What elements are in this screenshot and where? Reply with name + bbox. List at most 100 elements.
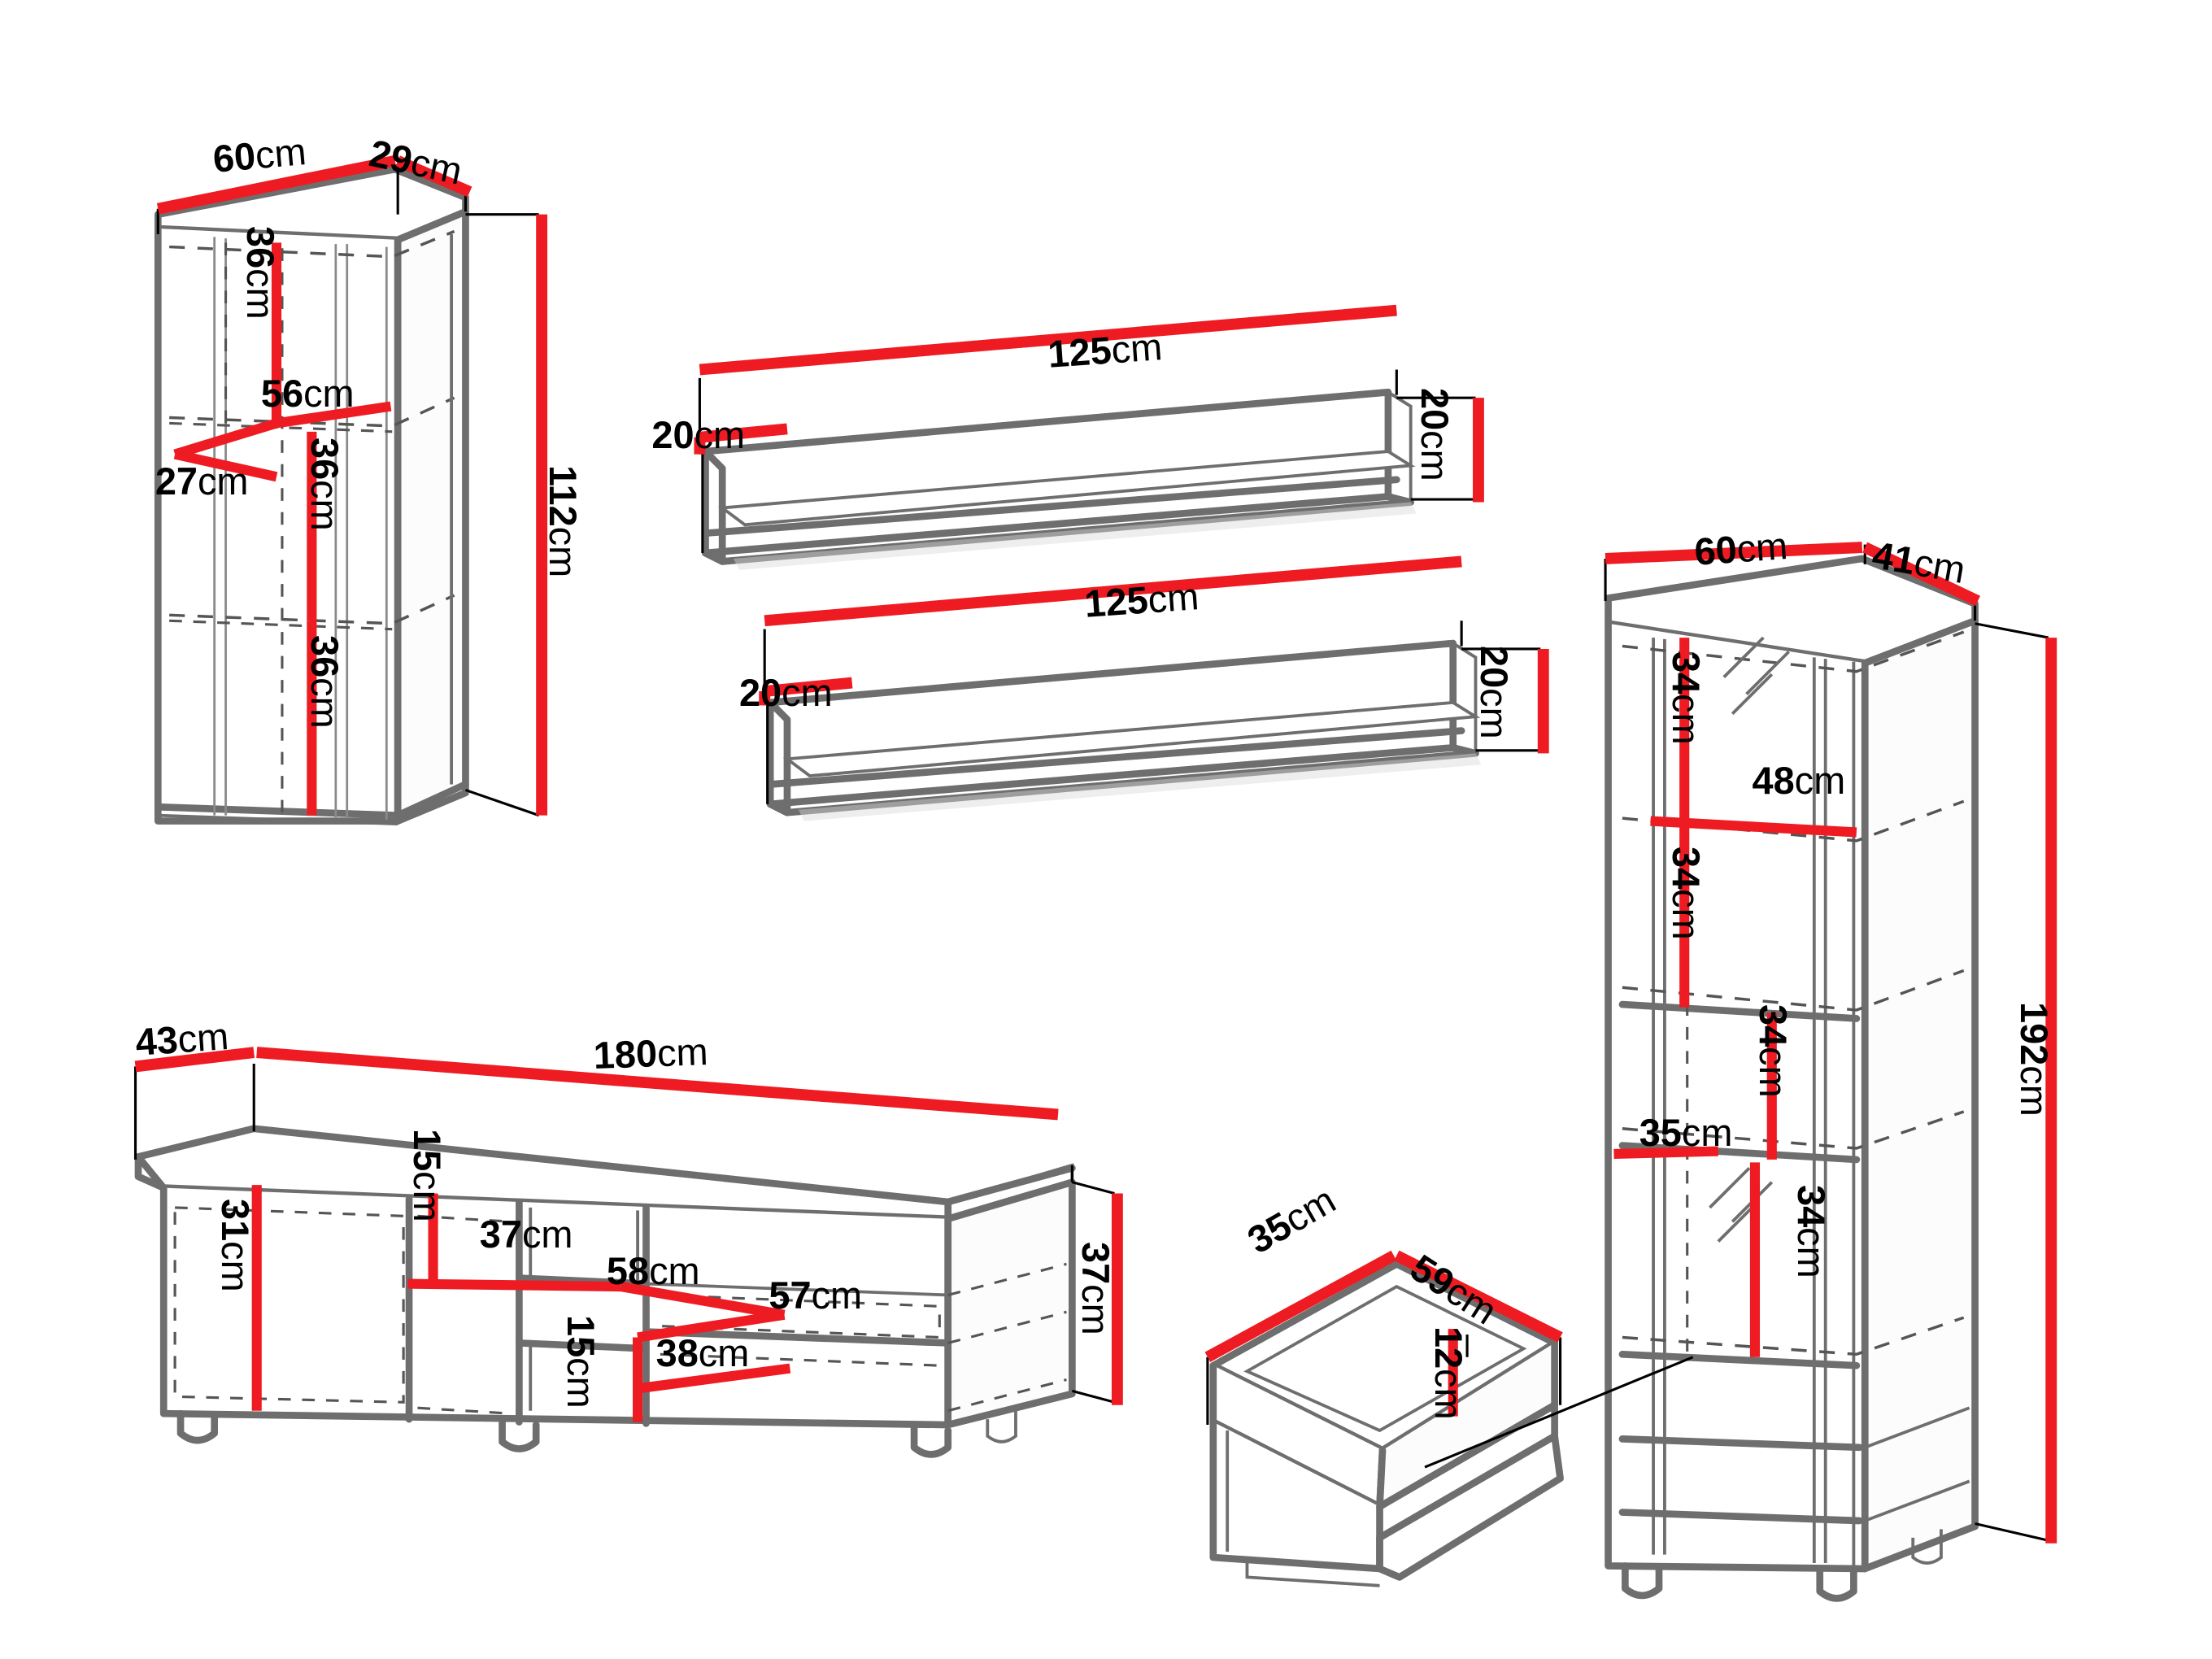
display-cabinet-drawing (1424, 542, 2057, 1602)
dimension-value: 36 (239, 225, 282, 268)
dimension-label-dc-sw2: 35cm (1639, 1114, 1733, 1152)
dimension-label-s1-d: 20cm (651, 416, 745, 455)
dimension-unit: cm (303, 677, 346, 729)
dimension-value: 15 (406, 1128, 449, 1171)
dimension-value: 34 (1752, 1004, 1795, 1047)
dimension-value: 48 (1752, 759, 1795, 802)
dimension-value: 125 (1083, 578, 1150, 625)
dimension-value: 60 (1692, 528, 1739, 573)
dimension-unit: cm (541, 527, 584, 578)
dimension-unit: cm (197, 459, 249, 503)
dimension-value: 20 (651, 413, 695, 456)
dimension-label-tv-h: 37cm (1074, 1241, 1117, 1335)
dimension-unit: cm (239, 268, 282, 320)
dimension-value: 37 (1074, 1241, 1117, 1284)
dimension-unit: cm (1794, 759, 1846, 802)
dimension-unit: cm (1472, 688, 1515, 740)
dimension-label-dc-w: 60cm (1692, 524, 1789, 573)
dimension-value: 34 (1789, 1185, 1832, 1228)
dimension-unit: cm (811, 1274, 863, 1317)
dimension-label-dc-c2: 34cm (1664, 846, 1707, 940)
dimension-label-tv-g2: 15cm (560, 1314, 603, 1409)
dimension-label-wc-c2: 36cm (303, 437, 346, 531)
dimension-value: 37 (479, 1213, 522, 1256)
dimension-label-dc-sw: 48cm (1752, 759, 1846, 802)
dimension-label-wc-sw: 56cm (261, 375, 355, 413)
dimension-label-dc-c4: 34cm (1789, 1185, 1832, 1278)
dimension-value: 34 (1664, 846, 1707, 889)
dimension-value: 20 (1472, 646, 1515, 689)
dimension-value: 35 (1639, 1112, 1682, 1155)
dimension-label-dc-c3: 34cm (1752, 1004, 1795, 1098)
dimension-unit: cm (698, 1332, 750, 1375)
dimension-value: 180 (592, 1032, 658, 1077)
dimension-unit: cm (1413, 430, 1456, 481)
dimension-value: 125 (1046, 329, 1113, 376)
dimension-unit: cm (1735, 524, 1789, 570)
dimension-value: 112 (541, 465, 584, 528)
dimension-label-tv-ls: 38cm (656, 1335, 750, 1373)
dimension-unit: cm (1147, 575, 1201, 621)
dimension-value: 36 (303, 634, 346, 677)
dimension-label-wc-h: 112cm (541, 465, 584, 578)
dimension-label-tv-dh: 31cm (214, 1199, 257, 1293)
wall-shelf-lower-drawing (759, 555, 1549, 821)
dimension-unit: cm (303, 372, 355, 416)
dimension-unit: cm (1664, 888, 1707, 940)
dimension-label-wc-w: 60cm (211, 130, 308, 181)
dimension-value: 60 (211, 134, 258, 181)
dimension-value: 12 (1427, 1326, 1470, 1369)
dimension-label-s1-w: 125cm (1046, 325, 1164, 376)
dimension-label-wc-c1: 36cm (239, 225, 282, 320)
dimension-label-wc-c3: 36cm (303, 634, 346, 729)
dimension-label-tv-cw: 57cm (769, 1274, 863, 1317)
dimension-unit: cm (649, 1250, 700, 1293)
dimension-unit: cm (694, 413, 746, 456)
dimension-unit: cm (655, 1030, 708, 1075)
dimension-label-s2-h: 20cm (1472, 646, 1515, 740)
dimension-unit: cm (253, 130, 308, 177)
dimension-unit: cm (1427, 1368, 1470, 1420)
dimension-value: 31 (214, 1199, 257, 1242)
dimension-value: 38 (655, 1332, 699, 1375)
dimension-label-dr-h: 12cm (1427, 1326, 1470, 1420)
wall-shelf-upper-drawing (694, 304, 1484, 570)
dimension-value: 41 (1869, 533, 1919, 583)
dimension-unit: cm (406, 1170, 449, 1222)
dimension-label-dc-c1: 34cm (1664, 651, 1707, 746)
dimension-unit: cm (782, 672, 833, 715)
dimension-unit: cm (1752, 1047, 1795, 1098)
dimension-label-s1-h: 20cm (1413, 388, 1456, 481)
dimension-label-wc-sd: 27cm (155, 463, 249, 501)
dimension-unit: cm (1681, 1112, 1733, 1155)
dimension-label-s2-d: 20cm (739, 674, 833, 712)
dimension-label-tv-w: 180cm (592, 1030, 708, 1077)
dimension-unit: cm (176, 1015, 230, 1061)
dimension-label-tv-sw: 58cm (607, 1252, 700, 1291)
dimension-unit: cm (521, 1213, 573, 1256)
dimension-value: 56 (260, 372, 304, 416)
dimension-unit: cm (303, 479, 346, 531)
dimension-unit: cm (1664, 694, 1707, 746)
dimension-value: 58 (606, 1250, 650, 1293)
tv-stand-drawing (133, 1047, 1123, 1458)
dimension-value: 20 (1413, 388, 1456, 431)
dimension-label-tv-nw: 37cm (480, 1216, 573, 1254)
dimension-value: 36 (303, 437, 346, 480)
dimension-value: 57 (769, 1274, 812, 1317)
dimension-label-s2-w: 125cm (1083, 575, 1201, 625)
dimension-value: 43 (133, 1018, 180, 1065)
dimension-unit: cm (2012, 1065, 2055, 1117)
dimension-label-dc-h: 192cm (2012, 1002, 2055, 1117)
dimension-value: 34 (1664, 651, 1707, 695)
dimension-unit: cm (1109, 325, 1164, 372)
dimension-value: 20 (738, 672, 782, 715)
wall-cabinet-drawing (154, 155, 548, 825)
dimension-label-tv-d: 43cm (133, 1015, 230, 1065)
dimension-unit: cm (1911, 541, 1969, 592)
dimension-value: 15 (560, 1314, 603, 1357)
dimension-unit: cm (560, 1356, 603, 1409)
dimension-unit: cm (214, 1241, 257, 1293)
